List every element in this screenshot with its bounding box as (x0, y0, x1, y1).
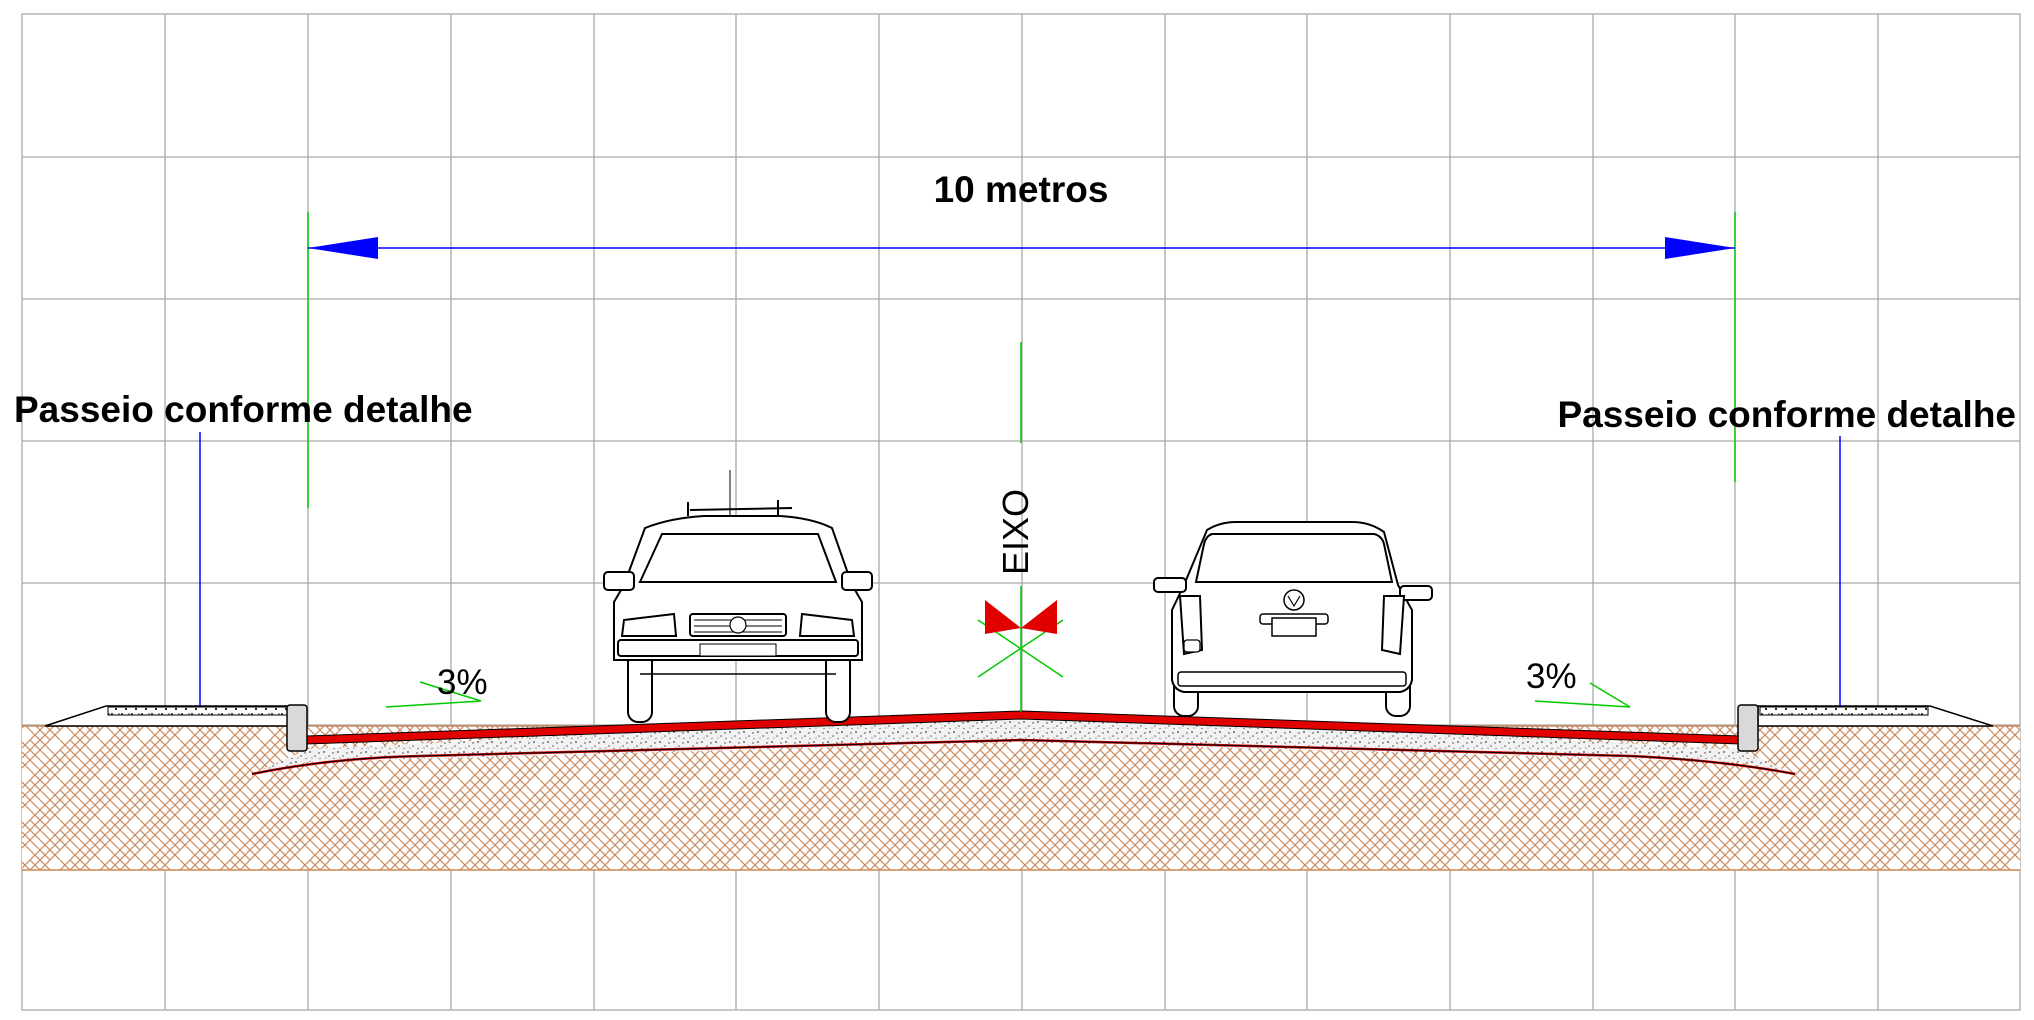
car-rear-view (1153, 521, 1433, 717)
dimension-arrow-right (1665, 237, 1735, 259)
dimension-line: 10 metros (307, 169, 1736, 508)
center-axis: EIXO (977, 342, 1064, 712)
slope-left: 3% (385, 663, 488, 708)
slope-right-label: 3% (1526, 657, 1577, 696)
slope-right: 3% (1526, 657, 1631, 708)
base-layer (251, 713, 1796, 776)
right-sidewalk (1737, 436, 1994, 752)
dimension-label: 10 metros (934, 169, 1109, 210)
car-front-view (603, 470, 873, 723)
axis-marker-right (1021, 600, 1057, 634)
axis-label: EIXO (995, 489, 1036, 575)
left-sidewalk-label: Passeio conforme detalhe (14, 389, 473, 430)
axis-marker-left (985, 600, 1021, 634)
soil-layer (22, 725, 2020, 871)
slope-left-label: 3% (437, 663, 488, 702)
left-sidewalk (44, 432, 308, 752)
dimension-arrow-left (308, 237, 378, 259)
right-sidewalk-label: Passeio conforme detalhe (1557, 394, 2016, 435)
